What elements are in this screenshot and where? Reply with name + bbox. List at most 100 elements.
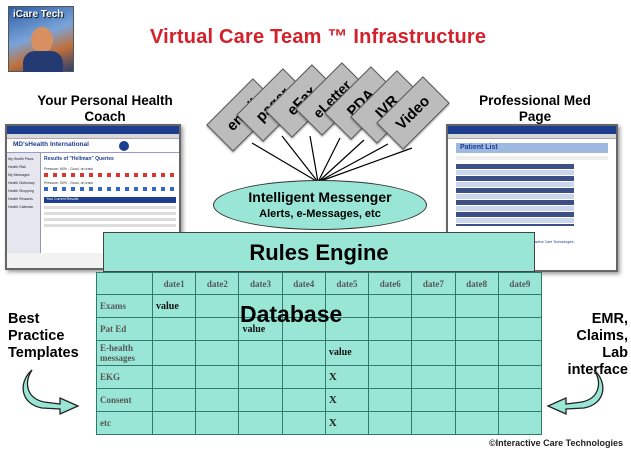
column-header: date5 [324, 271, 370, 296]
section-header: Your Current Results [44, 197, 176, 203]
line-video [317, 147, 413, 183]
score-bar [44, 187, 176, 191]
content-heading: Results of "Hellman" Queries [44, 156, 114, 162]
result-line [44, 224, 176, 227]
result-line [44, 218, 176, 221]
row-label: Exams [96, 294, 153, 319]
icare-tech-logo: iCare Tech [8, 6, 74, 72]
table-cell [368, 340, 413, 366]
patient-list-header: Patient List [456, 143, 608, 153]
table-cell [151, 410, 197, 436]
table-cell [281, 410, 326, 436]
table-cell [454, 340, 499, 366]
row-label: etc [96, 410, 153, 436]
table-cell [368, 364, 413, 389]
table-cell [454, 387, 499, 412]
table-cell [454, 364, 499, 389]
column-header: date3 [238, 271, 283, 296]
table-cell [497, 364, 543, 389]
table-cell [368, 294, 413, 319]
table-cell [411, 364, 456, 389]
table-cell: X [324, 387, 370, 412]
database-header-row: date1 date2 date3 date4 date5 date6 date… [96, 271, 543, 296]
table-cell [368, 317, 413, 342]
table-cell [497, 340, 543, 366]
table-cell [411, 294, 456, 319]
window-titlebar [448, 126, 616, 134]
corner-cell [96, 271, 153, 296]
table-cell [281, 340, 326, 366]
line-email [251, 142, 319, 183]
sidebar-item[interactable]: My Health Plans [8, 157, 34, 161]
table-row: etc X [96, 410, 543, 436]
result-line [44, 212, 176, 215]
table-cell [151, 317, 197, 342]
table-cell [195, 410, 240, 436]
table-cell [281, 387, 326, 412]
row-label: Pat Ed [96, 317, 153, 342]
table-cell [281, 364, 326, 389]
column-header: date8 [454, 271, 499, 296]
table-cell [454, 317, 499, 342]
rules-engine-box: Rules Engine [103, 232, 535, 272]
table-cell [151, 387, 197, 412]
best-practice-label: Best Practice Templates [8, 311, 79, 361]
line-pda [317, 139, 365, 183]
globe-icon [119, 141, 129, 151]
table-cell [195, 317, 240, 342]
table-cell [368, 387, 413, 412]
row-label: EKG [96, 364, 153, 389]
patient-table [456, 164, 574, 226]
table-cell [497, 294, 543, 319]
logo-label: iCare Tech [13, 9, 64, 20]
page-title: Virtual Care Team ™ Infrastructure [150, 26, 487, 48]
table-cell [454, 294, 499, 319]
cycle-arrow-right-icon [546, 369, 604, 416]
database-table: date1 date2 date3 date4 date5 date6 date… [96, 271, 543, 436]
sidebar-item[interactable]: Health Dictionary [8, 181, 35, 185]
logo-person-body [23, 51, 63, 72]
messenger-subtitle: Alerts, e-Messages, etc [259, 208, 381, 220]
table-row: Exams value [96, 294, 543, 319]
table-cell [151, 364, 197, 389]
column-header: date1 [151, 271, 197, 296]
line-eletter [317, 137, 341, 183]
result-line [44, 206, 176, 209]
cycle-arrow-left-icon [22, 369, 80, 416]
table-cell [454, 410, 499, 436]
content-row: Pressure: 50% - Good, on track [44, 181, 94, 185]
table-cell [238, 410, 283, 436]
copyright-notice: ©Interactive Care Technologies [488, 438, 623, 448]
table-cell [411, 340, 456, 366]
table-cell: X [324, 410, 370, 436]
sidebar-item[interactable]: Health Shopping [8, 189, 34, 193]
sidebar-item[interactable]: Health Calendar [8, 205, 34, 209]
sidebar-item[interactable]: Health Rewards [8, 197, 33, 201]
table-cell [195, 364, 240, 389]
table-cell [238, 294, 283, 319]
sidebar-item[interactable]: My Messages [8, 173, 30, 177]
line-ivr [317, 143, 389, 183]
patient-list-title: Patient List [460, 144, 498, 151]
patient-toolbar [456, 156, 608, 160]
table-cell [195, 340, 240, 366]
column-header: date2 [195, 271, 240, 296]
row-label: Consent [96, 387, 153, 412]
table-cell [195, 294, 240, 319]
row-label: E-health messages [96, 340, 153, 366]
table-cell: value [151, 294, 197, 319]
table-cell [151, 340, 197, 366]
table-cell: value [324, 340, 370, 366]
table-cell [411, 410, 456, 436]
table-cell [411, 387, 456, 412]
database-label: Database [240, 301, 343, 327]
content-row: Pressure: 60% - Good, on track [44, 167, 94, 171]
sidebar-item[interactable]: Health Risk [8, 165, 26, 169]
table-cell: X [324, 364, 370, 389]
site-brand: MD'sHealth International [13, 141, 89, 148]
table-cell [411, 317, 456, 342]
table-row: Consent X [96, 387, 543, 412]
table-cell [497, 387, 543, 412]
column-header: date7 [411, 271, 456, 296]
emr-interface-label: EMR, Claims, Lab interface [567, 311, 628, 378]
